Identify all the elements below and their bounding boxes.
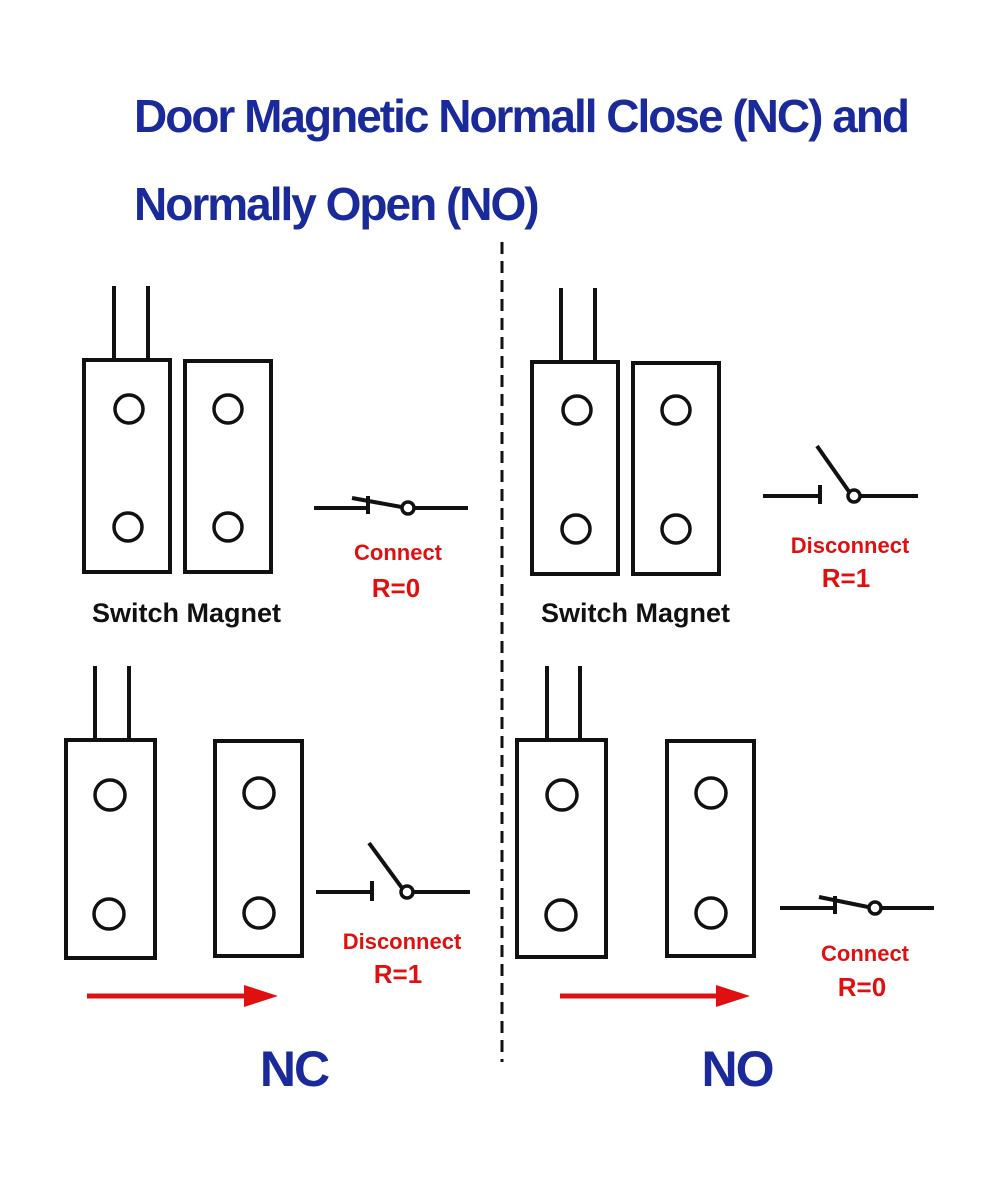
no-bottom-magnet-hole-2 (694, 896, 728, 930)
nc-bottom-magnet-hole-1 (242, 776, 276, 810)
nc-open-switch-symbol (316, 841, 470, 901)
no-bottom-magnet-hole-1 (694, 776, 728, 810)
nc-closed-state: Connect (354, 540, 443, 565)
nc-switch-magnet-label: Switch Magnet (92, 598, 281, 628)
no-open-state: Connect (821, 941, 910, 966)
no-closed-resistance: R=1 (822, 563, 870, 593)
no-top-magnet-hole-1 (660, 394, 692, 426)
nc-panel-label: NC (260, 1041, 329, 1097)
no-open-switch-symbol (780, 895, 934, 916)
nc-open-sensor (64, 666, 304, 960)
no-switch-magnet-label: Switch Magnet (541, 598, 730, 628)
no-closed-state: Disconnect (791, 533, 910, 558)
no-panel-label: NO (702, 1041, 773, 1097)
nc-open-resistance: R=1 (374, 959, 422, 989)
no-bottom-switch-hole-2 (544, 898, 578, 932)
nc-closed-sensor (82, 286, 273, 574)
nc-bottom-switch-hole-1 (93, 778, 127, 812)
no-open-resistance: R=0 (838, 972, 886, 1002)
nc-bottom-switch-hole-2 (92, 897, 126, 931)
nc-top-magnet-hole-1 (212, 393, 244, 425)
nc-bottom-magnet-hole-2 (242, 896, 276, 930)
no-top-magnet-hole-2 (660, 513, 692, 545)
no-bottom-switch-hole-1 (545, 778, 579, 812)
nc-closed-switch-symbol (314, 496, 468, 516)
no-top-switch-hole-2 (560, 513, 592, 545)
no-closed-switch-symbol (763, 444, 918, 504)
nc-top-switch-hole-2 (112, 511, 144, 543)
no-motion-arrow (560, 985, 750, 1007)
no-open-sensor (515, 666, 756, 959)
title-line-2: Normally Open (NO) (134, 178, 538, 230)
nc-top-switch-hole-1 (113, 393, 145, 425)
title-line-1: Door Magnetic Normall Close (NC) and (134, 90, 908, 142)
nc-motion-arrow (87, 985, 278, 1007)
nc-top-magnet-hole-2 (212, 511, 244, 543)
nc-open-state: Disconnect (343, 929, 462, 954)
no-closed-sensor (530, 288, 721, 576)
no-top-switch-hole-1 (561, 394, 593, 426)
nc-closed-resistance: R=0 (372, 573, 420, 603)
